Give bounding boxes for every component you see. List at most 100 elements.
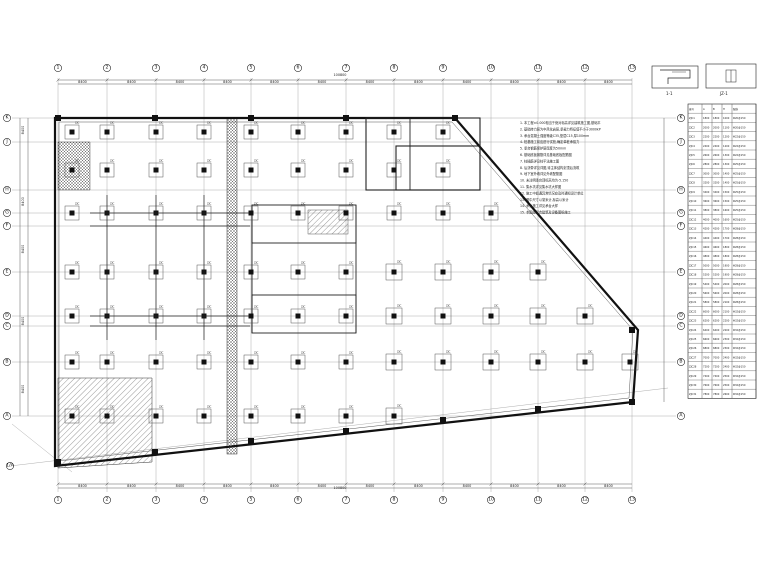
table-cell: 2800: [713, 162, 720, 166]
dimension-label: 8400: [270, 484, 279, 488]
pile-cap: [385, 407, 403, 425]
axis-bubble: [677, 358, 685, 366]
axis-label: A: [679, 413, 683, 419]
axis-label: 10: [488, 497, 494, 503]
note-line: 12. 施工中如遇异常情况应及时通知设计单位: [520, 190, 584, 195]
dimension-label: 8400: [21, 126, 25, 135]
note-line: 11. 集水坑详见集水坑大样图: [520, 184, 561, 189]
table-cell: 1100: [723, 125, 730, 129]
dimension-label: 8400: [270, 80, 279, 84]
cap-tag: ZJC: [494, 350, 499, 354]
axis-bubble: [534, 496, 542, 504]
pile-cap: [434, 353, 452, 371]
axis-label: C: [5, 323, 8, 329]
dimension-label: 8400: [510, 80, 519, 84]
table-cell: 4200: [703, 227, 710, 231]
pile-cap: [243, 354, 259, 370]
dimension-tick: [56, 78, 60, 82]
cap-tag: ZJC: [110, 305, 115, 309]
pile-cap: [64, 408, 80, 424]
axis-label: G: [679, 210, 683, 216]
dimension-tick: [56, 482, 60, 486]
note-line: 14. 承台施工详见承台大样: [520, 203, 559, 208]
dimension-label: 8400: [604, 484, 613, 488]
table-cell: Φ28@150: [733, 263, 746, 267]
axis-bubble: [677, 114, 685, 122]
pile-cap: [483, 205, 499, 221]
table-cell: 1600: [723, 208, 730, 212]
dimension-tick: [105, 78, 109, 82]
table-cell: 2000: [723, 291, 730, 295]
dimension-tick: [441, 482, 445, 486]
axis-label: 7: [345, 65, 348, 71]
cap-tag: ZJC: [254, 405, 259, 409]
axis-label: 12: [582, 497, 588, 503]
table-cell: 2100: [723, 309, 730, 313]
table-cell: 2600: [703, 153, 710, 157]
table-header-cell: H: [723, 107, 725, 111]
axis-label: 5: [250, 497, 253, 503]
table-cell: 5200: [713, 273, 720, 277]
pile-cap: [290, 308, 306, 324]
table-cell: ZJC16: [689, 254, 697, 258]
dimension-label: 8400: [21, 245, 25, 254]
column: [343, 210, 349, 216]
table-cell: 4400: [703, 236, 710, 240]
wall-column: [152, 449, 158, 455]
table-cell: 5600: [703, 291, 710, 295]
table-cell: 2200: [703, 135, 710, 139]
note-line: 3. 承台混凝土强度等级C35,垫层C15,厚100mm: [520, 133, 589, 138]
axis-label: 7: [345, 497, 348, 503]
axis-bubble: [439, 64, 447, 72]
column: [295, 129, 301, 135]
dimension-tick: [489, 482, 493, 486]
table-cell: 2500: [723, 374, 730, 378]
axis-bubble: [54, 496, 62, 504]
cap-tag: ZJC: [110, 159, 115, 163]
note-line: 10. 未注明承台顶标高均为-5.150: [520, 178, 568, 183]
column: [248, 413, 254, 419]
table-cell: 1800: [723, 245, 730, 249]
axis-bubble: [3, 222, 11, 230]
wall-column: [55, 459, 61, 465]
dimension-tick: [154, 78, 158, 82]
table-cell: 4000: [703, 217, 710, 221]
table-cell: 2400: [713, 144, 720, 148]
column: [248, 359, 254, 365]
column: [627, 359, 633, 365]
dimension-label: 8400: [557, 484, 566, 488]
table-cell: ZJC15: [689, 245, 697, 249]
pile-cap: [338, 205, 354, 221]
dimension-label: 8400: [463, 484, 472, 488]
column: [488, 210, 494, 216]
table-cell: 7000: [703, 355, 710, 359]
pile-cap: [64, 308, 80, 324]
wall-column: [55, 115, 61, 121]
table-cell: Φ32@150: [733, 374, 746, 378]
table-cell: ZJC9: [689, 190, 695, 194]
note-line: 9. 地下室外墙详见外墙配筋图: [520, 171, 562, 176]
cap-tag: ZJC: [349, 405, 354, 409]
table-cell: 4400: [713, 236, 720, 240]
dimension-label: 8400: [176, 80, 185, 84]
table-cell: 1900: [723, 273, 730, 277]
axis-bubble: [3, 322, 11, 330]
cap-tag: ZJC: [349, 121, 354, 125]
column: [295, 413, 301, 419]
table-cell: ZJC22: [689, 309, 697, 313]
table-cell: Φ25@150: [733, 181, 746, 185]
table-cell: ZJC31: [689, 392, 697, 396]
cap-tag: ZJC: [207, 202, 212, 206]
column: [391, 210, 397, 216]
pile-cap: [482, 263, 500, 281]
table-cell: 5000: [713, 263, 720, 267]
column: [343, 129, 349, 135]
axis-bubble: [534, 64, 542, 72]
pile-cap: [64, 205, 80, 221]
pile-cap: [338, 162, 354, 178]
table-cell: Φ32@150: [733, 355, 746, 359]
wall-column: [152, 115, 158, 121]
column: [391, 313, 397, 319]
axis-label: 13: [629, 65, 635, 71]
table-cell: Φ32@150: [733, 392, 746, 396]
